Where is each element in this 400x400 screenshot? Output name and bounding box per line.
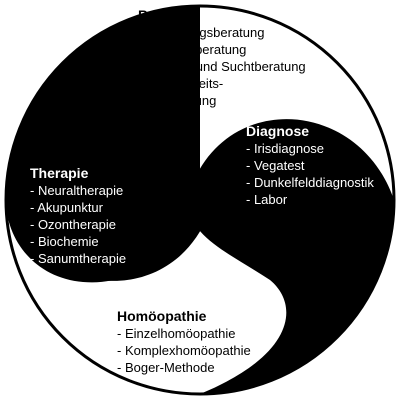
list-item: - Biochemie bbox=[30, 234, 99, 249]
section-title-diagnose: Diagnose bbox=[246, 123, 310, 139]
segment-diagnose-swirl bbox=[188, 119, 394, 394]
section-title-therapie: Therapie bbox=[30, 165, 89, 181]
list-item: - Ozontherapie bbox=[30, 217, 116, 232]
list-item: - Boger-Methode bbox=[117, 360, 215, 375]
list-item: - Alkohol- und Suchtberatung bbox=[138, 59, 306, 74]
list-item: - Dunkelfelddiagnostik bbox=[246, 175, 374, 190]
section-diagnose: Diagnose - Irisdiagnose - Vegatest - Dun… bbox=[246, 122, 374, 208]
list-item: - Komplexhomöopathie bbox=[117, 343, 251, 358]
list-item: - Sanumtherapie bbox=[30, 251, 127, 266]
section-title-homoeopathie: Homöopathie bbox=[117, 308, 207, 324]
segment-therapie-swirl bbox=[6, 6, 212, 281]
section-list-therapie: - Neuraltherapie - Akupunktur - Ozonther… bbox=[30, 182, 126, 267]
section-beratung: Beratung - Ernährungsberatung - Familien… bbox=[138, 6, 306, 109]
list-item: - Irisdiagnose bbox=[246, 141, 325, 156]
outer-ring bbox=[4, 4, 396, 396]
section-list-diagnose: - Irisdiagnose - Vegatest - Dunkelfelddi… bbox=[246, 140, 374, 208]
section-therapie: Therapie - Neuraltherapie - Akupunktur -… bbox=[30, 164, 126, 267]
list-item: - Labor bbox=[246, 192, 288, 207]
list-item: - Ernährungsberatung bbox=[138, 25, 265, 40]
list-item-continuation-text: beratung bbox=[165, 93, 217, 108]
list-item: - Akupunktur bbox=[30, 200, 103, 215]
list-item: - Vegatest bbox=[246, 158, 305, 173]
section-list-homoeopathie: - Einzelhomöopathie - Komplexhomöopathie… bbox=[117, 325, 251, 376]
list-item: - Neuraltherapie bbox=[30, 183, 124, 198]
list-item-continuation: beratung bbox=[138, 92, 306, 109]
list-item: - Gesundheits- bbox=[138, 76, 224, 91]
section-list-beratung: - Ernährungsberatung - Familienberatung … bbox=[138, 24, 306, 109]
list-item: - Familienberatung bbox=[138, 42, 247, 57]
section-homoeopathie: Homöopathie - Einzelhomöopathie - Komple… bbox=[117, 307, 251, 376]
list-item: - Einzelhomöopathie bbox=[117, 326, 236, 341]
section-title-beratung: Beratung bbox=[138, 7, 200, 23]
